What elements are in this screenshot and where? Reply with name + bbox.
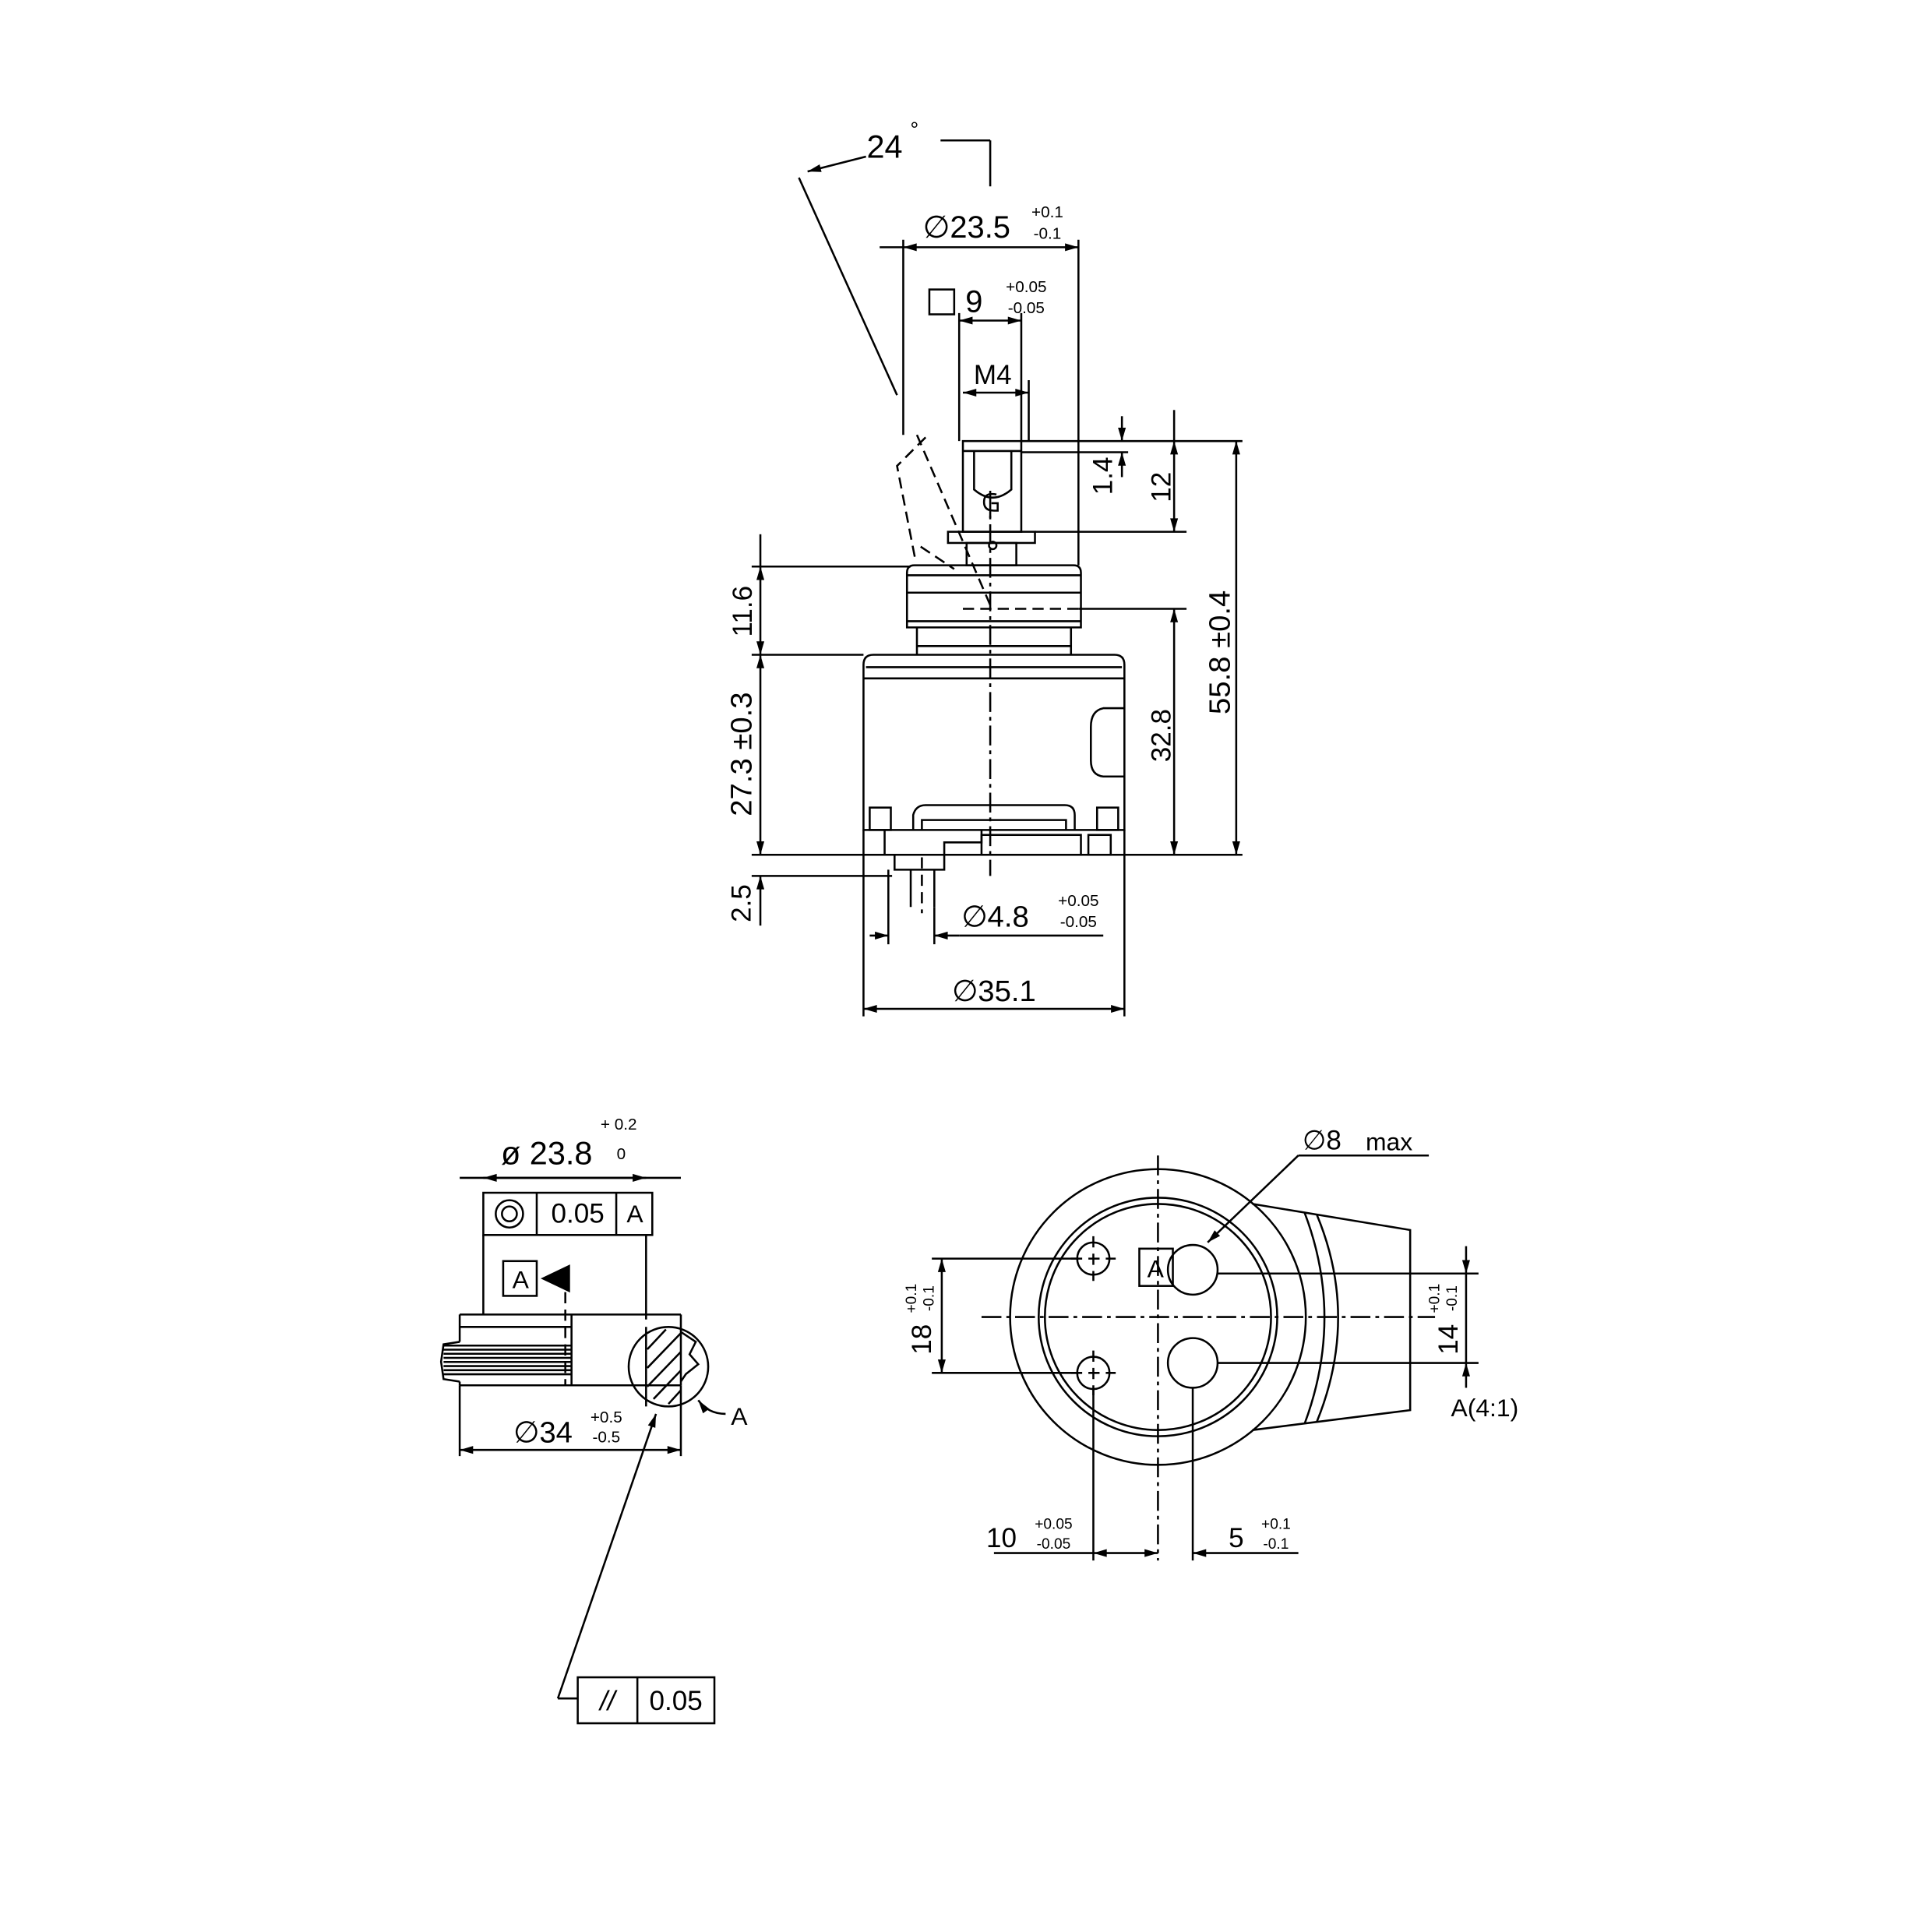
stem-base [965,541,1017,566]
side-view-geometry [439,1173,726,1725]
outer-diameter-value: ∅34 [513,1416,573,1449]
detail-a-leader [697,1399,726,1416]
datum-a-box [502,1260,538,1297]
stem-slot [973,450,1013,499]
angle-extension-line [798,177,898,396]
parallelism-symbol: // [598,1686,618,1716]
datum-a-triangle [540,1264,570,1293]
concentricity-datum: A [626,1200,643,1228]
stem-height-dimension: 12 [1147,472,1177,502]
concentricity-icon-inner [501,1205,518,1223]
offset-left-value: 10 [986,1523,1017,1553]
square-drive-upper-tol: +0.05 [1006,278,1046,296]
square-symbol-icon [928,288,956,316]
base-pin [909,869,936,908]
lever-tab-outline [1252,1203,1412,1431]
port-large-upper [1166,1243,1219,1296]
body-height-dimension: 32.8 [1147,709,1177,762]
tilted-stem-centerline [915,434,992,606]
port-diameter-suffix: max [1366,1128,1412,1156]
detail-a-circle [627,1326,710,1408]
neck-height-dimension: 11.6 [728,586,758,637]
datum-a-label: A [1148,1254,1165,1282]
angle-unit: ° [910,117,918,141]
angle-dimension-line [807,155,866,173]
parallelism-leader [556,1413,658,1699]
front-view-geometry [751,139,1243,1017]
housing-height-dimension: 27.3 ±0.3 [725,692,759,816]
front-view-labels: 24 ° ∅23.5 +0.1 -0.1 9 +0.05 -0.05 M4 1.… [725,117,1237,1008]
top-diameter-upper-tol: +0.1 [1031,203,1063,221]
base-left-block [883,830,983,871]
tilted-stem-outline [896,436,927,562]
body-diameter-value: ∅35.1 [952,975,1036,1008]
housing-bottom-recess-inner [921,819,1067,830]
detail-profile [645,1327,700,1407]
datum-a-label: A [513,1266,530,1294]
side-view-labels: ø 23.8 + 0.2 0 0.05 A A A ∅34 +0.5 -0.5 … [501,1116,748,1716]
square-drive-lower-tol: -0.05 [1008,299,1045,317]
outer-diameter-lower-tol: -0.5 [592,1429,620,1447]
top-diameter-lower-tol: -0.1 [1034,224,1062,242]
spacing-left-upper-tol: +0.1 [904,1284,920,1313]
thread-profile [439,1341,460,1383]
bore-diameter-value: ø 23.8 [501,1135,593,1172]
detail-scale-label: A(4:1) [1451,1394,1518,1422]
stem-step-dimension: 1.4 [1088,457,1119,495]
offset-right-upper-tol: +0.1 [1261,1516,1291,1532]
housing-foot-right [1095,806,1119,831]
concentricity-frame [482,1191,654,1236]
bore-diameter-upper-tol: + 0.2 [601,1116,637,1133]
pin-diameter-upper-tol: +0.05 [1058,892,1098,910]
port-large-lower [1166,1337,1219,1389]
pin-diameter-value: ∅4.8 [961,901,1029,934]
stem-hole [988,541,998,551]
concentricity-icon [495,1199,524,1229]
bore-diameter-lower-tol: 0 [617,1145,626,1163]
offset-left-lower-tol: -0.05 [1037,1536,1071,1553]
bottom-view-geometry [932,1154,1479,1561]
spacing-right-upper-tol: +0.1 [1427,1284,1444,1313]
bottom-view-labels: ∅8 max A 18 +0.1 -0.1 14 +0.1 -0.1 A(4:1… [904,1126,1518,1553]
offset-right-lower-tol: -0.1 [1263,1536,1289,1553]
valve-stem [961,439,1023,533]
tilted-stem-base [920,545,955,570]
housing-side-slot [1090,707,1125,778]
angle-value: 24 [866,129,902,165]
detail-a-label: A [731,1402,748,1430]
lever-tab-arc [1303,1212,1326,1425]
offset-right-value: 5 [1229,1523,1244,1553]
detail-hatch [646,1328,682,1405]
neck-groove [915,627,1073,655]
overall-height-dimension: 55.8 ±0.4 [1204,591,1237,714]
pin-length-dimension: 2.5 [727,884,757,922]
spacing-left-value: 18 [907,1324,937,1355]
parallelism-frame [576,1676,716,1725]
concentricity-tolerance: 0.05 [551,1199,604,1229]
base-right-block [1087,834,1112,856]
lever-tab-arc [1316,1215,1339,1422]
top-diameter-value: ∅23.5 [923,210,1010,245]
port-diameter-leader [1207,1155,1299,1243]
pin-diameter-lower-tol: -0.05 [1060,913,1097,931]
offset-left-upper-tol: +0.05 [1035,1516,1072,1532]
housing-bottom-recess [911,804,1076,830]
outer-diameter-upper-tol: +0.5 [591,1408,622,1426]
spacing-right-lower-tol: -0.1 [1444,1285,1461,1311]
square-drive-value: 9 [965,285,982,319]
port-diameter-value: ∅8 [1303,1126,1341,1156]
housing-foot-left [869,806,892,831]
spacing-right-value: 14 [1433,1324,1464,1355]
spacing-left-lower-tol: -0.1 [921,1285,937,1311]
thread-label: M4 [974,360,1012,390]
parallelism-tolerance: 0.05 [649,1686,702,1716]
base-center-recess [980,834,1082,856]
housing-outline [862,654,1126,831]
datum-a-box [1138,1247,1174,1287]
